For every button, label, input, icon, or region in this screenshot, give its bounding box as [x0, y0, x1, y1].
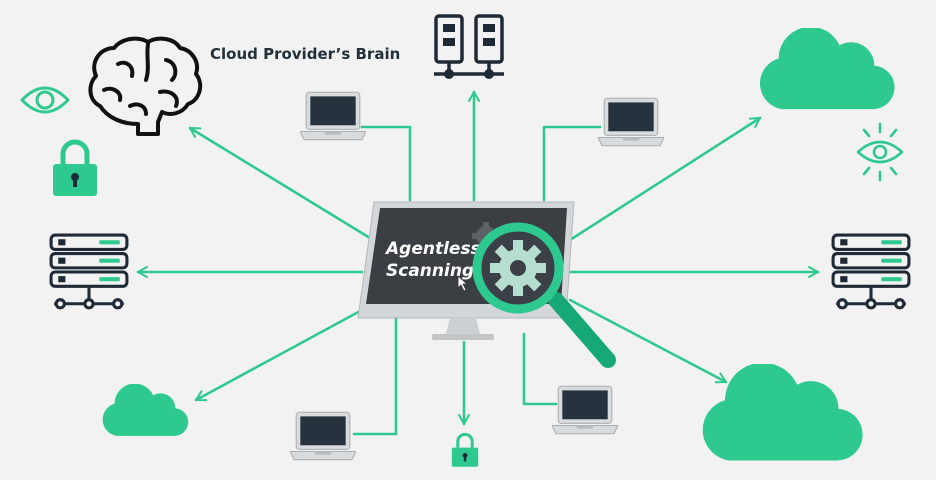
eye-icon — [856, 122, 904, 182]
cloud-icon — [759, 28, 895, 110]
line-to-laptop-top-left — [360, 125, 412, 202]
network-servers-icon — [434, 14, 504, 79]
laptop-icon — [300, 91, 366, 141]
line-to-laptop-bottom-left — [352, 314, 398, 436]
laptop-icon — [598, 97, 664, 147]
connector-lines — [136, 90, 820, 436]
line-to-laptop-bottom-right — [522, 332, 558, 406]
arrow-to-small-cloud — [194, 308, 364, 402]
arrow-to-top-right-cloud — [568, 116, 762, 242]
line-to-laptop-top-right — [542, 125, 602, 202]
padlock-icon — [450, 432, 480, 468]
magnifier-icon — [472, 222, 616, 368]
cloud-icon — [702, 364, 863, 461]
scanning-label: Scanning — [386, 261, 474, 281]
server-rack-icon — [49, 233, 129, 310]
laptop-icon — [552, 385, 618, 435]
cursor-icon — [457, 275, 469, 292]
gear-icon — [490, 240, 546, 296]
brain-icon — [88, 36, 203, 136]
laptop-icon — [290, 411, 356, 461]
eye-icon — [20, 86, 70, 114]
cloud-icon — [102, 384, 189, 436]
brain-label: Cloud Provider’s Brain — [210, 45, 400, 63]
padlock-icon — [53, 142, 97, 196]
arrow-to-brain — [188, 126, 372, 240]
server-rack-icon — [831, 233, 911, 310]
agentless-label: Agentless — [384, 239, 481, 259]
arrow-to-big-cloud — [568, 298, 728, 384]
